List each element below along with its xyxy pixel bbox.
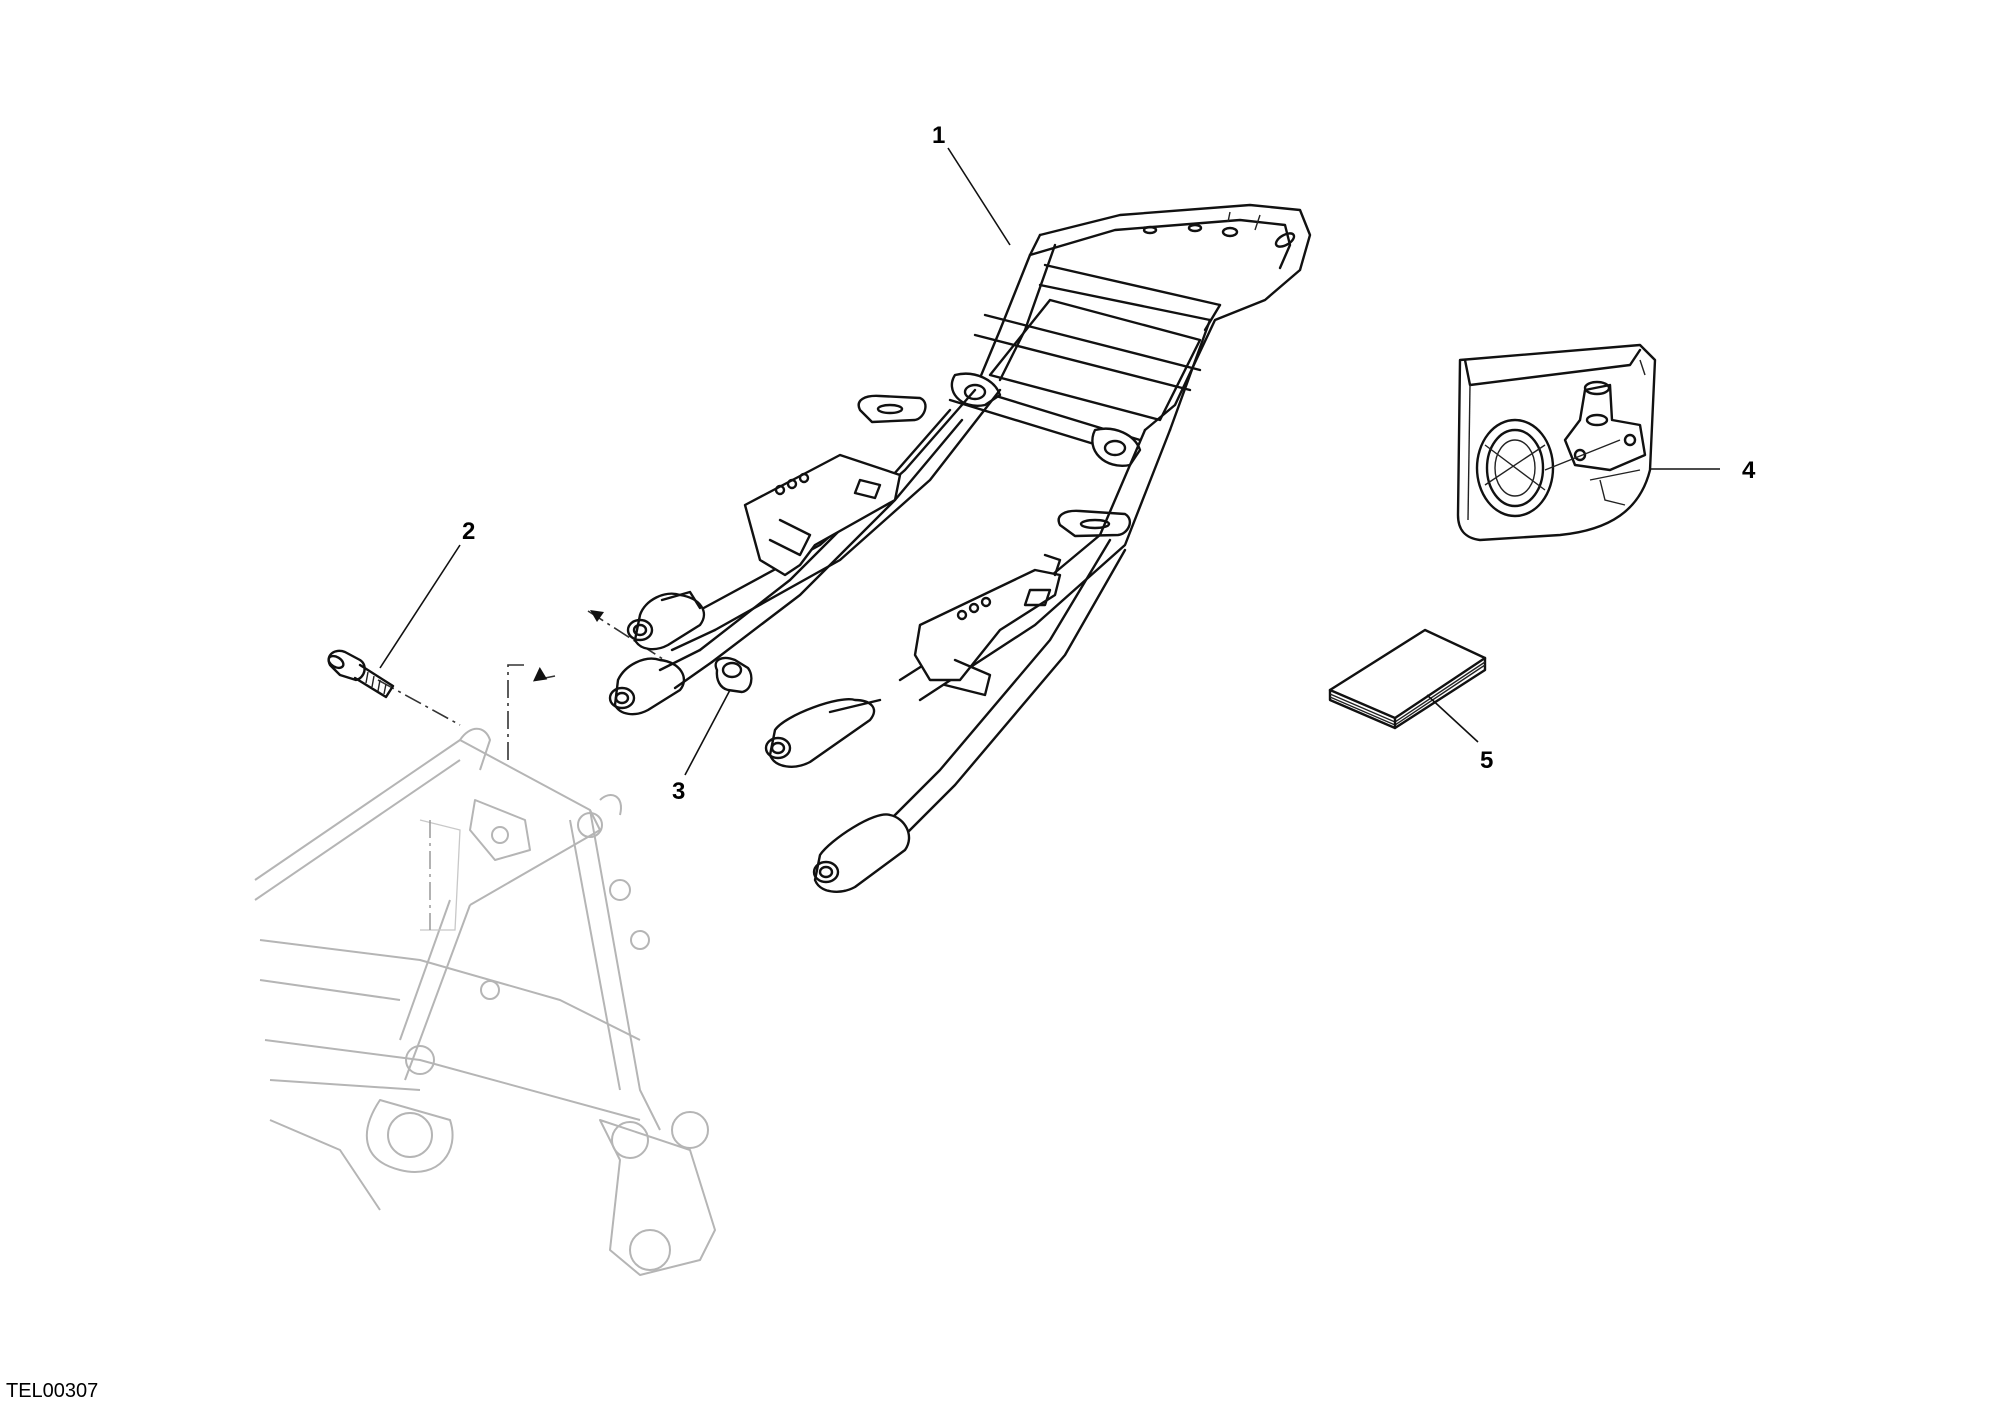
callout-2: 2 <box>462 518 476 545</box>
callout-5: 5 <box>1480 747 1494 774</box>
tail-light-part-4 <box>1456 343 1657 542</box>
callout-3: 3 <box>672 778 686 805</box>
nut-part-3 <box>714 656 753 694</box>
callout-4: 4 <box>1742 457 1756 484</box>
bolt-part-2 <box>327 649 395 699</box>
drawing-code: TEL00307 <box>6 1380 99 1402</box>
callout-1: 1 <box>932 122 946 149</box>
assembly-axis-lines <box>377 610 681 930</box>
main-frame-ghost <box>254 727 716 1276</box>
plate-part-5 <box>1328 628 1487 730</box>
leader-lines <box>379 147 1720 776</box>
direction-arrows <box>532 610 604 682</box>
rear-subframe-part-1 <box>608 203 1312 893</box>
